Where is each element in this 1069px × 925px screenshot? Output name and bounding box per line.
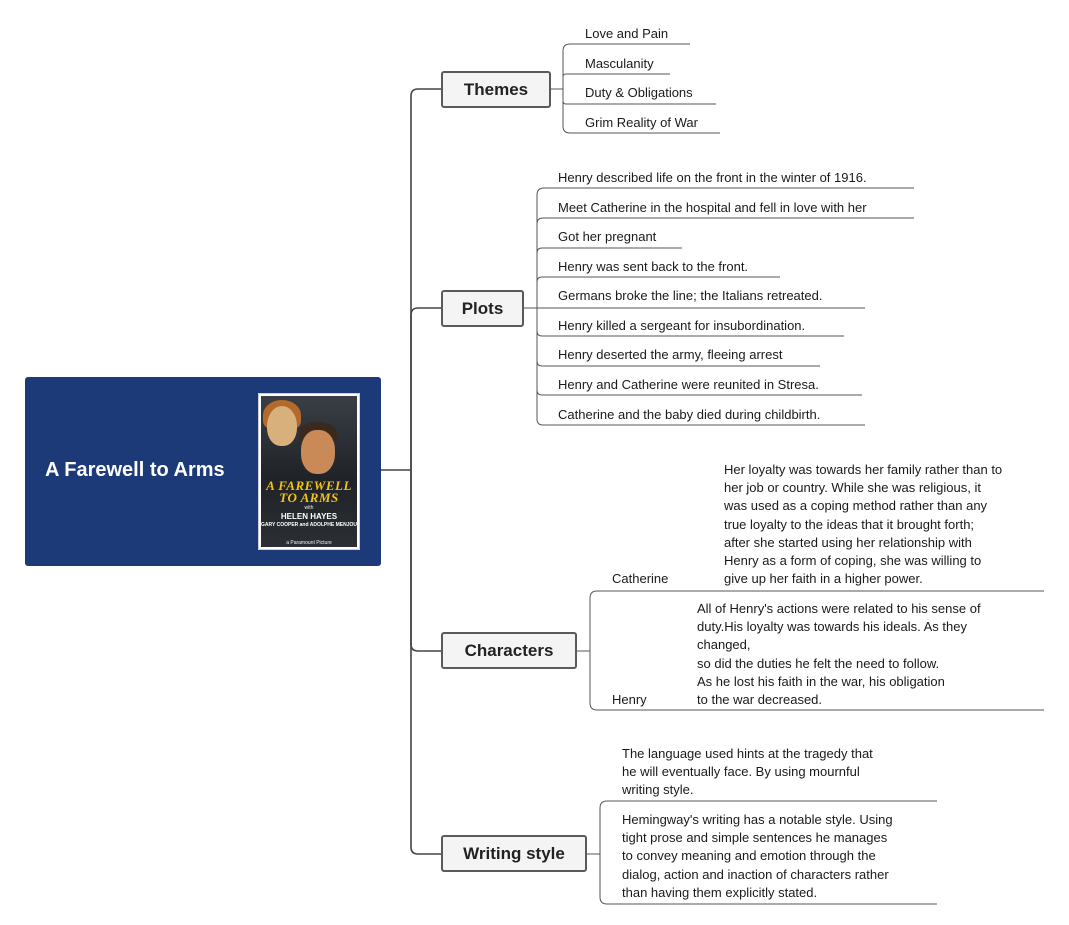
catherine-description: Her loyalty was towards her family rathe… — [724, 461, 1002, 588]
theme-item[interactable]: Love and Pain — [585, 26, 668, 41]
plot-item[interactable]: Henry described life on the front in the… — [558, 170, 867, 185]
plot-item[interactable]: Germans broke the line; the Italians ret… — [558, 288, 822, 303]
movie-poster-image: A FAREWELL TO ARMS with HELEN HAYES GARY… — [258, 393, 360, 550]
topic-label: Characters — [465, 641, 554, 661]
topic-label: Themes — [464, 80, 528, 100]
topic-plots[interactable]: Plots — [441, 290, 524, 327]
plot-item[interactable]: Got her pregnant — [558, 229, 656, 244]
character-name-catherine[interactable]: Catherine — [612, 571, 668, 586]
topic-themes[interactable]: Themes — [441, 71, 551, 108]
plot-item[interactable]: Henry and Catherine were reunited in Str… — [558, 377, 819, 392]
root-title: A Farewell to Arms — [45, 459, 225, 482]
plot-item[interactable]: Meet Catherine in the hospital and fell … — [558, 200, 867, 215]
plot-item[interactable]: Henry was sent back to the front. — [558, 259, 748, 274]
topic-label: Plots — [462, 299, 504, 319]
poster-title: A FAREWELL TO ARMS — [261, 480, 357, 504]
plot-item[interactable]: Henry killed a sergeant for insubordinat… — [558, 318, 805, 333]
theme-item[interactable]: Masculanity — [585, 56, 654, 71]
henry-description: All of Henry's actions were related to h… — [697, 600, 981, 709]
root-topic[interactable]: A Farewell to Arms A FAREWELL TO ARMS wi… — [25, 377, 381, 566]
theme-item[interactable]: Grim Reality of War — [585, 115, 698, 130]
topic-writing-style[interactable]: Writing style — [441, 835, 587, 872]
writing-style-paragraph-2[interactable]: Hemingway's writing has a notable style.… — [622, 811, 893, 902]
writing-style-paragraph-1[interactable]: The language used hints at the tragedy t… — [622, 745, 873, 800]
character-name-henry[interactable]: Henry — [612, 692, 647, 707]
theme-item[interactable]: Duty & Obligations — [585, 85, 693, 100]
plot-item[interactable]: Catherine and the baby died during child… — [558, 407, 820, 422]
plot-item[interactable]: Henry deserted the army, fleeing arrest — [558, 347, 782, 362]
topic-label: Writing style — [463, 844, 565, 864]
topic-characters[interactable]: Characters — [441, 632, 577, 669]
